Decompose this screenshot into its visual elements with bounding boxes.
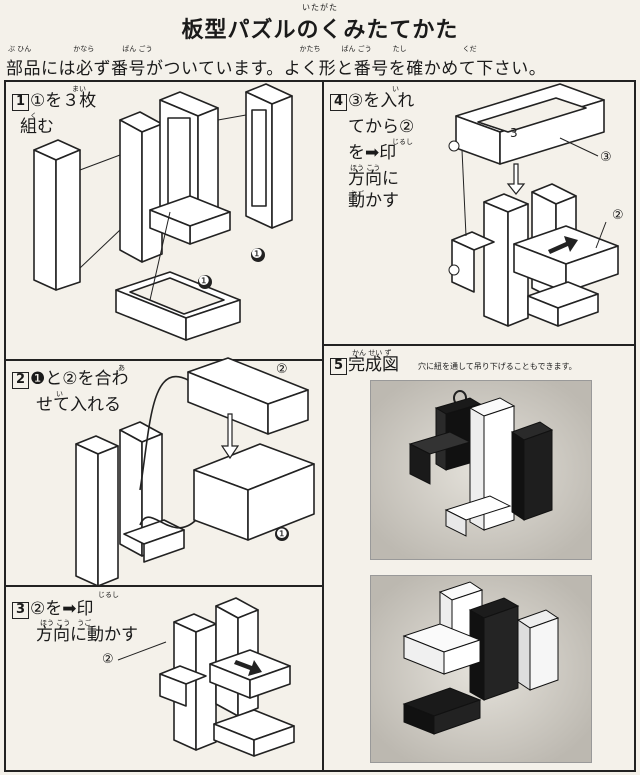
step5-note: 穴に紐を通して吊り下げることもできます。 [418, 362, 577, 371]
step4-text1: ③を入れ [348, 91, 415, 111]
step1-part-label-a: ❶ [251, 247, 263, 262]
step4-part2-label: ② [612, 208, 624, 223]
step3-number: 3 [12, 602, 29, 619]
step4-line3: を➡印 [348, 143, 397, 163]
page-title: 板型パズルのくみたてかた [181, 18, 459, 43]
step1-ruby2: く [30, 112, 37, 120]
intro-ruby: ぶ ひん かなら ばん ごう かたち ばん ごう たし くだ [8, 45, 477, 53]
step2-text1: ❶と②を合わ [30, 369, 129, 389]
outer-frame [4, 80, 636, 772]
step2-line2: せて入れる [36, 395, 121, 415]
step5-number: 5 [330, 358, 347, 375]
step2-ruby2: い [56, 390, 63, 398]
step4-line5: 動かす [348, 191, 399, 211]
divider-right-1 [322, 344, 636, 346]
step2-number: 2 [12, 372, 29, 389]
step2-diagram [75, 357, 315, 587]
step4-part3-number: 3 [510, 126, 518, 140]
step4-ruby4: うご [350, 190, 364, 198]
step3-line2: 方向に動かす [36, 625, 138, 645]
step4-ruby: い [392, 85, 399, 93]
step3-ruby: じるし [98, 591, 119, 599]
step4-ruby3: ほう こう [350, 164, 381, 172]
step2-ruby: あ [118, 364, 125, 372]
step5-title: 完成図 [348, 355, 399, 375]
divider-left-2 [4, 585, 323, 587]
step2-part1-label: ❶ [276, 527, 288, 542]
step3-diagram [117, 597, 295, 757]
step1-number: 1 [12, 94, 29, 111]
step1-part-label-b: ❶ [198, 274, 210, 289]
step2-part2-label: ② [276, 362, 288, 377]
step4-ruby2: じるし [392, 138, 413, 146]
intro-text: 部品には必ず番号がついています。よく形と番号を確かめて下さい。 [6, 59, 547, 79]
title-ruby: いたがた [302, 3, 338, 12]
step3-part2-label: ② [102, 652, 114, 667]
step1-line2: 組む [20, 117, 54, 137]
step4-number: 4 [330, 94, 347, 111]
step1-text1: ①を３枚 [30, 91, 97, 111]
step3-ruby2: ほう こう うご [40, 619, 92, 627]
vertical-divider [322, 80, 324, 772]
step1-ruby: まい [72, 85, 86, 93]
step5-ruby: かん せい ず [352, 349, 392, 357]
step4-part3-label: ③ [600, 150, 612, 165]
step1-diagram [33, 83, 293, 341]
step4-line2: てから② [348, 117, 415, 137]
step4-line4: 方向に [348, 169, 399, 189]
step3-text1: ②を➡印 [30, 599, 94, 619]
step4-diagram [448, 83, 619, 327]
divider-left-1 [4, 359, 323, 361]
